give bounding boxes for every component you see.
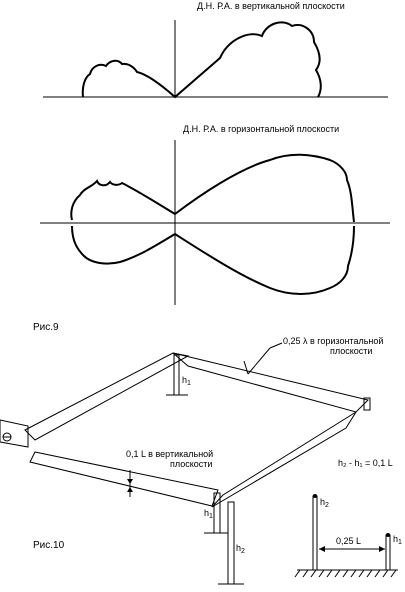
inset-mast-h1-top <box>386 533 390 537</box>
beam-top-right <box>172 352 369 413</box>
mast-height-inset: h₂ - h₁ = 0,1 L h2 h1 0 <box>294 458 402 578</box>
vertical-pattern-lobes <box>81 21 322 99</box>
inset-spacing-arrow-right <box>379 546 385 552</box>
horizontal-pattern-title: Д.Н. Р.А. в горизонтальной плоскости <box>183 124 339 134</box>
vertical-pattern-title: Д.Н. Р.А. в вертикальной плоскости <box>197 1 345 11</box>
mast-h1-lower-label: h1 <box>204 508 213 520</box>
beam-bottom-left <box>29 451 219 507</box>
inset-ground-hatch <box>294 569 397 578</box>
dim-quarter-lambda-leader <box>247 347 271 375</box>
inset-h1-label: h1 <box>393 534 402 546</box>
inset-mast-h2 <box>312 495 318 571</box>
height-equation: h₂ - h₁ = 0,1 L <box>338 458 393 468</box>
dim-quarter-lambda-line <box>243 360 249 375</box>
label-0-1L-2: плоскости <box>170 459 212 469</box>
label-quarter-lambda: 0,25 λ в горизонтальной <box>283 336 383 346</box>
inset-mast-h1 <box>385 534 391 571</box>
inset-mast-h2-top <box>313 494 317 498</box>
antenna-frame: 0,25 λ в горизонтальной плоскости 0,1 L … <box>0 336 383 585</box>
mast-h2 <box>227 501 235 585</box>
dim-0-1L-arrow-down <box>127 479 133 484</box>
insulator-right <box>363 397 371 411</box>
beam-top-left <box>24 352 190 441</box>
inset-spacing-label: 0,25 L <box>336 536 361 546</box>
vertical-pattern-diagram: Д.Н. Р.А. в вертикальной плоскости <box>43 1 388 99</box>
horizontal-pattern-diagram: Д.Н. Р.А. в горизонтальной плоскости Рис… <box>33 124 390 333</box>
dim-quarter-lambda-leader-2 <box>269 342 283 349</box>
dim-0-1L-arrow-up <box>127 487 133 492</box>
inset-spacing-arrow-left <box>319 546 325 552</box>
horizontal-pattern-lower-lobes <box>71 225 355 295</box>
figure-9-caption: Рис.9 <box>33 322 59 333</box>
figure-10-caption: Рис.10 <box>33 540 65 551</box>
mast-h1-top-label: h1 <box>182 375 191 387</box>
feed-end-block <box>0 419 29 448</box>
label-quarter-lambda-2: плоскости <box>330 346 372 356</box>
beam-bottom-right <box>211 411 357 508</box>
inset-h2-label: h2 <box>320 497 329 509</box>
horizontal-pattern-upper-lobes <box>70 153 355 223</box>
label-0-1L: 0,1 L в вертикальной <box>126 449 213 459</box>
mast-h2-label: h2 <box>236 543 245 555</box>
